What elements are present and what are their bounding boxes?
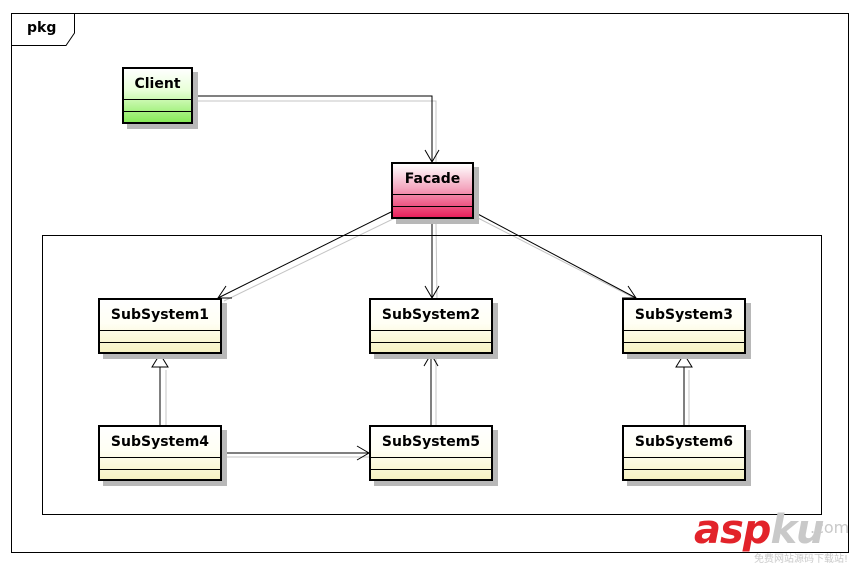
class-subsystem3[interactable]: SubSystem3 xyxy=(622,298,746,354)
class-subsystem1-attributes xyxy=(100,331,220,343)
package-frame xyxy=(11,13,849,553)
package-label: pkg xyxy=(27,20,57,36)
class-subsystem5[interactable]: SubSystem5 xyxy=(369,425,493,481)
class-facade[interactable]: Facade xyxy=(391,162,474,219)
class-subsystem6-name: SubSystem6 xyxy=(624,427,744,458)
watermark-logo-part1: asp xyxy=(694,507,771,553)
class-subsystem5-attributes xyxy=(371,458,491,470)
class-facade-name: Facade xyxy=(393,164,472,195)
class-subsystem4-name: SubSystem4 xyxy=(100,427,220,458)
class-subsystem2[interactable]: SubSystem2 xyxy=(369,298,493,354)
class-subsystem4[interactable]: SubSystem4 xyxy=(98,425,222,481)
class-subsystem2-name: SubSystem2 xyxy=(371,300,491,331)
class-facade-attributes xyxy=(393,195,472,207)
class-subsystem5-name: SubSystem5 xyxy=(371,427,491,458)
class-client[interactable]: Client xyxy=(122,67,193,124)
class-subsystem6-attributes xyxy=(624,458,744,470)
class-subsystem1-name: SubSystem1 xyxy=(100,300,220,331)
class-subsystem1[interactable]: SubSystem1 xyxy=(98,298,222,354)
class-client-name: Client xyxy=(124,69,191,100)
class-subsystem3-name: SubSystem3 xyxy=(624,300,744,331)
watermark-tagline: 免费网站源码下载站! xyxy=(754,554,849,565)
watermark-logo-part2: ku xyxy=(770,507,824,553)
class-subsystem6[interactable]: SubSystem6 xyxy=(622,425,746,481)
class-subsystem2-attributes xyxy=(371,331,491,343)
subsystem-boundary xyxy=(42,235,822,515)
class-subsystem3-attributes xyxy=(624,331,744,343)
watermark-suffix: .com xyxy=(810,518,850,537)
watermark: aspku .com 免费网站源码下载站! xyxy=(694,507,856,565)
watermark-logo: aspku xyxy=(694,507,825,553)
class-subsystem4-attributes xyxy=(100,458,220,470)
class-client-attributes xyxy=(124,100,191,112)
